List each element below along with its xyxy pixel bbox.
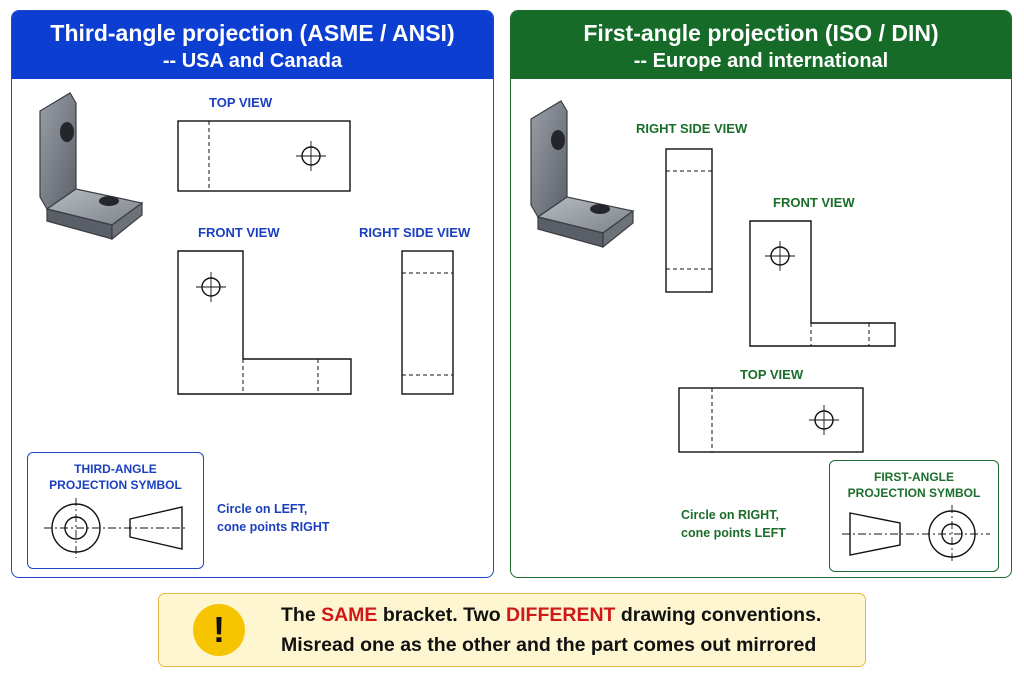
third-angle-subtitle: -- USA and Canada [162, 50, 343, 72]
right-side-view-drawing [665, 148, 713, 293]
third-angle-drawing [39, 92, 454, 395]
third-angle-symbol-box: THIRD-ANGLE PROJECTION SYMBOL [27, 452, 204, 569]
right-side-view-drawing [401, 250, 454, 395]
first-angle-symbol-title-2: PROJECTION SYMBOL [847, 486, 981, 500]
right-side-view-label: RIGHT SIDE VIEW [359, 225, 471, 240]
banner-text-the: The [281, 604, 316, 626]
bracket-3d-image [39, 92, 144, 241]
banner-line-2: Misread one as the other and the part co… [281, 634, 817, 656]
first-angle-symbol-icon [842, 505, 990, 563]
third-angle-panel: Third-angle projection (ASME / ANSI) -- … [11, 10, 494, 578]
top-view-drawing [177, 120, 351, 192]
right-side-view-label: RIGHT SIDE VIEW [636, 121, 748, 136]
banner-highlight-different: DIFFERENT [506, 604, 616, 626]
front-view-label: FRONT VIEW [773, 195, 855, 210]
third-angle-title: Third-angle projection (ASME / ANSI) [50, 20, 455, 46]
top-view-label: TOP VIEW [740, 367, 804, 382]
first-angle-subtitle: -- Europe and international [633, 50, 889, 72]
banner-text-bracket: bracket. Two [382, 604, 501, 626]
third-angle-header: Third-angle projection (ASME / ANSI) -- … [12, 11, 493, 79]
front-view-label: FRONT VIEW [198, 225, 280, 240]
top-view-drawing [678, 387, 864, 453]
first-angle-symbol-title-1: FIRST-ANGLE [874, 470, 954, 484]
first-angle-drawing [530, 100, 896, 453]
exclamation-warning-icon: ! [193, 604, 245, 656]
banner-highlight-same: SAME [321, 604, 378, 626]
top-view-label: TOP VIEW [209, 95, 273, 110]
first-angle-note-1: Circle on RIGHT, [681, 508, 779, 522]
third-angle-note-1: Circle on LEFT, [217, 502, 308, 516]
front-view-drawing [749, 220, 896, 347]
first-angle-panel: First-angle projection (ISO / DIN) -- Eu… [510, 10, 1012, 578]
first-angle-title: First-angle projection (ISO / DIN) [583, 20, 939, 46]
first-angle-note-2: cone points LEFT [681, 526, 786, 540]
third-angle-symbol-title-2: PROJECTION SYMBOL [49, 478, 182, 492]
bracket-3d-image [530, 100, 635, 249]
banner-text-conventions: drawing conventions. [620, 604, 822, 626]
front-view-drawing [177, 250, 352, 395]
third-angle-symbol-title-1: THIRD-ANGLE [74, 462, 157, 476]
banner-line-1: The SAME bracket. Two DIFFERENT drawing … [281, 604, 821, 627]
first-angle-header: First-angle projection (ISO / DIN) -- Eu… [511, 11, 1011, 79]
first-angle-symbol-box: FIRST-ANGLE PROJECTION SYMBOL [829, 460, 999, 572]
third-angle-symbol-icon [44, 498, 188, 558]
warning-banner: ! The SAME bracket. Two DIFFERENT drawin… [158, 593, 866, 667]
third-angle-note-2: cone points RIGHT [217, 520, 330, 534]
